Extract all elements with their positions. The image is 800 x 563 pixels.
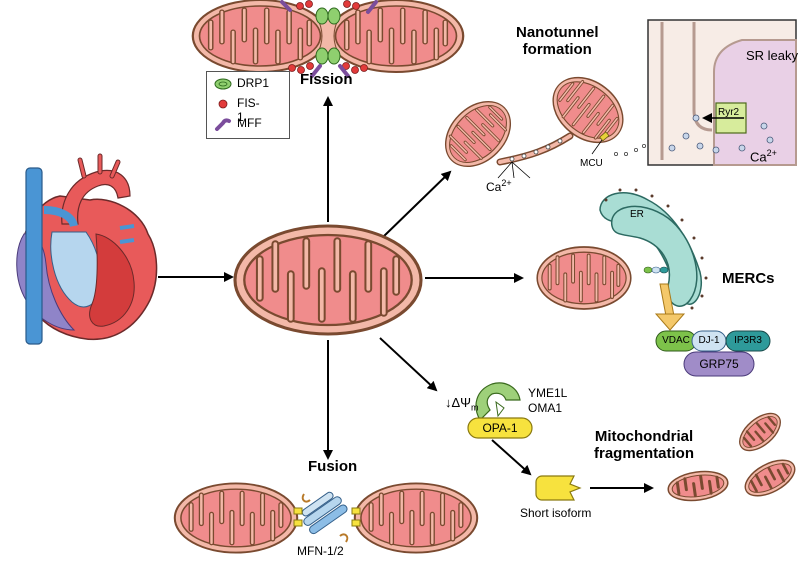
calcium-nanotunnel-label: Ca2+ xyxy=(486,178,512,194)
membrane-potential-drop-label: ↓ΔΨm xyxy=(445,395,479,413)
mcu-label: MCU xyxy=(580,158,603,169)
short-isoform-label: Short isoform xyxy=(520,506,592,520)
opa1-processing-illustration xyxy=(467,382,582,501)
yme1l-label: YME1L xyxy=(528,386,568,400)
mfn-label: MFN-1/2 xyxy=(297,544,344,558)
mitochondrial-fragmentation-label: Mitochondrial fragmentation xyxy=(594,428,695,462)
sr-leaky-label: SR leaky xyxy=(746,48,799,63)
dj1-label: DJ-1 xyxy=(698,335,720,346)
mff-hook-icon xyxy=(215,118,231,131)
ip3r3-label: IP3R3 xyxy=(734,335,762,346)
pathway-arrows xyxy=(158,96,654,493)
fusion-illustration xyxy=(175,483,477,552)
er-label: ER xyxy=(630,209,644,220)
calcium-sr-label: Ca2+ xyxy=(750,148,777,165)
sr-leaky-inset xyxy=(647,19,797,166)
opa1-label: OPA-1 xyxy=(482,421,518,435)
fission-illustration xyxy=(193,0,463,78)
drp1-ring-icon xyxy=(214,78,232,90)
fusion-label: Fusion xyxy=(308,458,358,475)
mercs-illustration xyxy=(537,188,708,331)
vdac-grp75-complex xyxy=(655,330,771,377)
heart-illustration xyxy=(16,153,158,345)
fis1-dot-icon xyxy=(218,99,228,109)
grp75-label: GRP75 xyxy=(699,357,739,371)
fission-legend: DRP1 FIS-1 MFF xyxy=(206,71,290,139)
vdac-label: VDAC xyxy=(662,335,690,346)
ryr2-label: Ryr2 xyxy=(718,107,740,118)
nanotunnel-label: Nanotunnel formation xyxy=(516,24,599,58)
central-mitochondrion xyxy=(235,226,421,334)
fission-label: Fission xyxy=(300,71,353,88)
oma1-label: OMA1 xyxy=(528,401,563,415)
mercs-label: MERCs xyxy=(722,270,775,287)
nanotunnel-illustration xyxy=(431,62,647,181)
